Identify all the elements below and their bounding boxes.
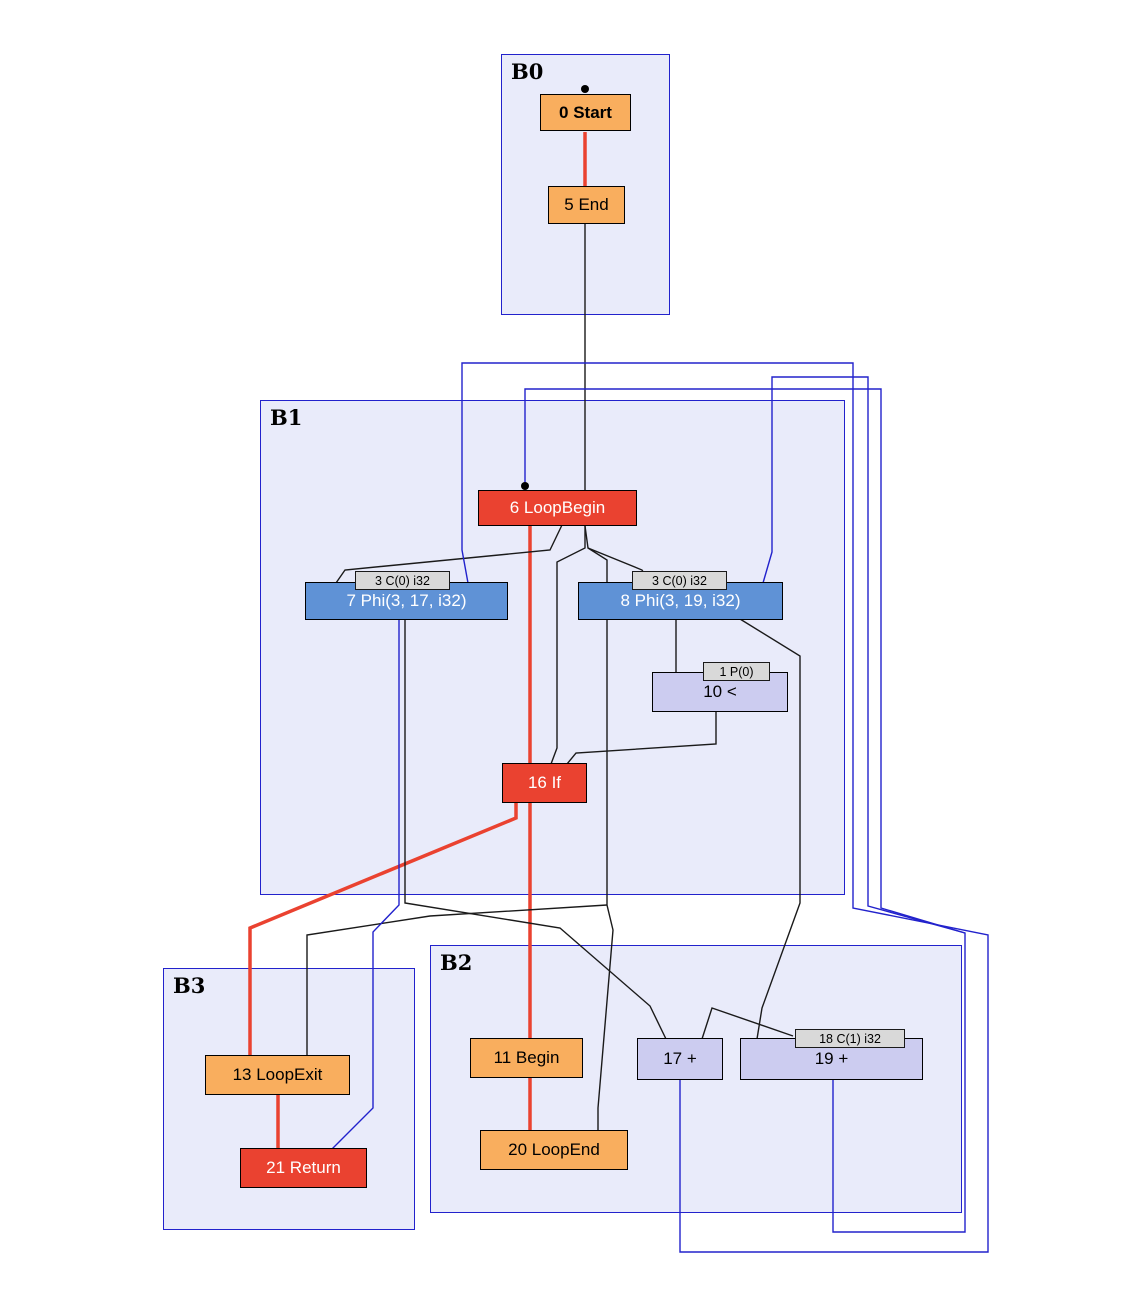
block-b2-label: B2	[440, 950, 473, 975]
node-start[interactable]: 0 Start	[540, 94, 631, 131]
block-b3-label: B3	[173, 973, 206, 998]
node-loopend[interactable]: 20 LoopEnd	[480, 1130, 628, 1170]
node-begin[interactable]: 11 Begin	[470, 1038, 583, 1078]
block-b1: B1	[260, 400, 845, 895]
node-add17[interactable]: 17 +	[637, 1038, 723, 1080]
loopbegin-backedge-anchor-dot	[521, 482, 529, 490]
block-b3: B3	[163, 968, 415, 1230]
tag-const0-phi8[interactable]: 3 C(0) i32	[632, 571, 727, 590]
start-input-anchor-dot	[581, 85, 589, 93]
node-loopbegin[interactable]: 6 LoopBegin	[478, 490, 637, 526]
node-loopexit[interactable]: 13 LoopExit	[205, 1055, 350, 1095]
block-b0-label: B0	[511, 59, 544, 84]
block-b1-label: B1	[270, 405, 303, 430]
node-return[interactable]: 21 Return	[240, 1148, 367, 1188]
tag-const1-add19[interactable]: 18 C(1) i32	[795, 1029, 905, 1048]
node-if[interactable]: 16 If	[502, 763, 587, 803]
tag-const0-phi7[interactable]: 3 C(0) i32	[355, 571, 450, 590]
node-end[interactable]: 5 End	[548, 186, 625, 224]
tag-param0-lessthan[interactable]: 1 P(0)	[703, 662, 770, 681]
